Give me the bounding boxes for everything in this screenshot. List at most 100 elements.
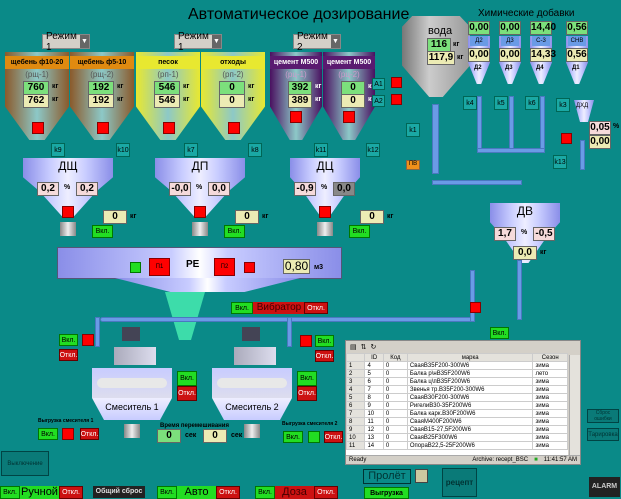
bin-set-value: 192 [88,81,114,95]
valve-k10-button[interactable]: k10 [116,143,130,157]
refresh-icon[interactable]: ↻ [370,344,377,351]
valve-k1-button[interactable]: k1 [406,123,420,137]
column-header[interactable]: марка [406,353,534,362]
manual-off-button[interactable]: Откл. [59,486,83,499]
shutdown-button[interactable]: Выключение [1,451,49,476]
mixer-on-button[interactable]: Вкл. [297,371,317,386]
water-valve-on-button[interactable]: Вкл. [490,327,509,339]
print-icon[interactable]: ▤ [350,344,357,351]
sort-icon[interactable]: ⇅ [360,344,367,351]
aeration-a2-indicator [391,94,402,105]
doser-on-button[interactable]: Вкл. [224,225,245,238]
bin-name: щебень ф10-20 [5,56,69,69]
bin-name: цемент М500 [323,56,375,69]
alarm-button[interactable]: ALARM [589,477,620,497]
doser-name: ДВ [516,204,534,218]
unit-label: кг [453,41,460,48]
table-cell: зима [532,385,568,394]
re-p2-button[interactable]: П2 [214,258,235,276]
bin-code: (рц-2) [338,70,360,79]
dose-off-button[interactable]: Откл. [314,486,338,499]
mode-select-2[interactable]: Режим 1▼ [174,31,222,53]
bin-set-value: 0 [341,81,365,95]
unit-label: кг [52,83,59,90]
aeration-a2-button[interactable]: А2 [372,95,385,107]
mixer2-water-on-button[interactable]: Вкл. [315,335,334,347]
mixer-cone [92,398,172,420]
reset-error-button[interactable]: Сброс ошибки [587,409,619,423]
mode-select-1[interactable]: Режим 1▼ [42,31,90,53]
vibrator-on-button[interactable]: Вкл. [231,302,253,314]
valve-k9-button[interactable]: k9 [51,143,65,157]
table-scrollbar[interactable] [569,355,580,455]
valve-k11-button[interactable]: k11 [314,143,328,157]
column-header[interactable]: Сезон [532,353,568,362]
aeration-a1-button[interactable]: А1 [372,78,385,90]
valve-k6-button[interactable]: k6 [525,96,539,110]
chem-doser-id: Д2 [474,65,482,71]
table-cell: 0 [382,369,408,378]
valve-k8-button[interactable]: k8 [248,143,262,157]
valve-k5-button[interactable]: k5 [494,96,508,110]
dose-on-button[interactable]: Вкл. [255,486,275,499]
re-p1-button[interactable]: П1 [149,258,170,276]
doser-on-button[interactable]: Вкл. [92,225,113,238]
table-cell: Балка р\нB35F200W6 [406,369,534,378]
valve-k4-button[interactable]: k4 [463,96,477,110]
mixer2-water-off-button[interactable]: Откл. [315,350,334,362]
valve-k13-button[interactable]: k13 [553,155,567,169]
mode-select-3[interactable]: Режим 2▼ [293,31,341,53]
mixer1-water-on-button[interactable]: Вкл. [59,334,78,346]
unload-button[interactable]: Выгрузка [364,487,409,499]
chem-doser-id: Д4 [536,65,544,71]
mixer2-unload-on-button[interactable]: Вкл. [283,431,303,443]
tare-button[interactable]: Тарировка [587,428,619,441]
column-header[interactable] [346,353,366,362]
bin-gate-indicator [343,111,355,123]
doser-on-button[interactable]: Вкл. [349,225,370,238]
mixer-off-button[interactable]: Откл. [177,386,197,401]
mixer-on-button[interactable]: Вкл. [177,371,197,386]
valve-k3-button[interactable]: k3 [556,98,570,112]
vibrator-off-button[interactable]: Откл. [304,302,328,314]
status-time: 11:41:57 AM [543,457,577,463]
bin-gate-indicator [32,122,44,134]
chem-actual-value: 0,00 [468,48,490,62]
recipe-button[interactable]: рецепт [442,468,477,497]
manual-on-button[interactable]: Вкл. [0,486,20,499]
auto-on-button[interactable]: Вкл. [157,486,177,499]
column-header[interactable]: Код [382,353,408,362]
unit-label: кг [52,96,59,103]
pv-button[interactable]: ПВ [406,160,420,170]
doser-left-pct: 0,2 [37,182,59,196]
chem-label: Д2 [470,36,488,46]
column-header[interactable]: ID [364,353,384,362]
table-cell: 7 [346,409,366,418]
mixer1-unload-on-button[interactable]: Вкл. [38,428,58,440]
mixer1-water-off-button[interactable]: Откл. [59,349,78,361]
unit-label: кг [183,96,190,103]
mixer1-unload-off-button[interactable]: Откл. [80,428,99,440]
vibrator-label: Вибратор [253,302,305,314]
bin-code: (рп-2) [222,70,244,79]
auto-off-button[interactable]: Откл. [216,486,240,499]
table-cell: 6 [346,401,366,410]
mixer-off-button[interactable]: Откл. [297,386,317,401]
mixer1-unload-label: Выгрузка смесителя 1 [38,418,94,424]
valve-k12-button[interactable]: k12 [366,143,380,157]
valve-k7-button[interactable]: k7 [184,143,198,157]
mixer2-unload-off-button[interactable]: Откл. [324,431,343,443]
general-reset-button[interactable]: Общий сброс [93,486,145,498]
